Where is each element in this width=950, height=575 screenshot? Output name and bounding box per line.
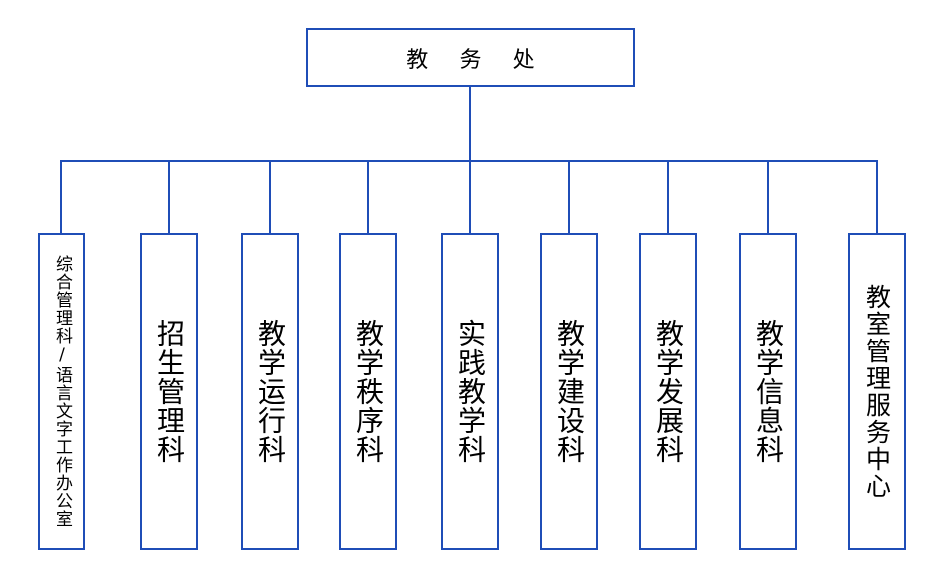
connector-drop-7 <box>667 160 669 234</box>
dept-label: 实践教学科 <box>454 319 487 464</box>
dept-label: 招生管理科 <box>153 319 186 464</box>
connector-drop-4 <box>367 160 369 234</box>
dept-box-practical-teaching: 实践教学科 <box>441 233 499 550</box>
org-root-box: 教 务 处 <box>306 28 635 87</box>
dept-box-teaching-order: 教学秩序科 <box>339 233 397 550</box>
dept-label: 教学运行科 <box>254 319 287 464</box>
dept-label: 教学发展科 <box>652 319 685 464</box>
dept-box-teaching-construction: 教学建设科 <box>540 233 598 550</box>
dept-box-classroom-management-service-center: 教室管理服务中心 <box>848 233 906 550</box>
connector-drop-6 <box>568 160 570 234</box>
dept-box-general-management-language-office: 综合管理科/语言文字工作办公室 <box>38 233 85 550</box>
dept-label: 教学信息科 <box>752 319 785 464</box>
connector-root-stem <box>469 87 471 162</box>
connector-drop-3 <box>269 160 271 234</box>
dept-label: 教学建设科 <box>553 319 586 464</box>
dept-box-teaching-operations: 教学运行科 <box>241 233 299 550</box>
connector-drop-5 <box>469 160 471 234</box>
connector-drop-2 <box>168 160 170 234</box>
org-root-label: 教 务 处 <box>406 47 547 73</box>
dept-box-admissions-management: 招生管理科 <box>140 233 198 550</box>
connector-drop-9 <box>876 160 878 234</box>
connector-drop-8 <box>767 160 769 234</box>
dept-label: 教学秩序科 <box>352 319 385 464</box>
dept-box-teaching-development: 教学发展科 <box>639 233 697 550</box>
connector-drop-1 <box>60 160 62 234</box>
dept-box-teaching-information: 教学信息科 <box>739 233 797 550</box>
dept-label: 综合管理科/语言文字工作办公室 <box>52 255 72 528</box>
dept-label: 教室管理服务中心 <box>862 283 892 500</box>
